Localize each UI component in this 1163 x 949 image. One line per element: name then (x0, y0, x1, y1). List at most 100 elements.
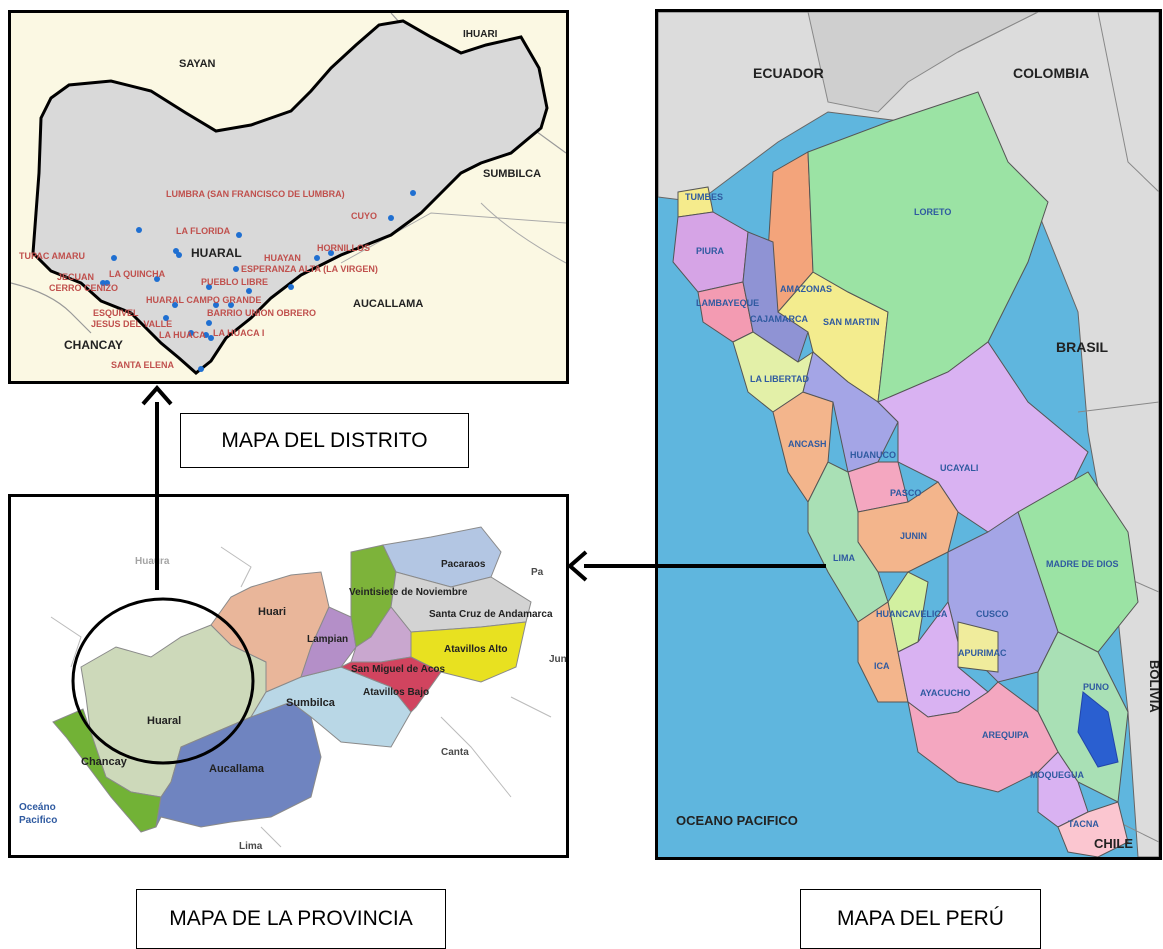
label-jun: Jun (549, 654, 566, 665)
label-apurimac: APURIMAC (958, 648, 1007, 658)
label-tumbes: TUMBES (685, 192, 723, 202)
label-esperanza: ESPERANZA ALTA (LA VIRGEN) (241, 264, 378, 274)
label-oceano: Oceáno (19, 802, 56, 813)
label-huaral: Huaral (147, 715, 181, 727)
label-loreto: LORETO (914, 207, 951, 217)
label-ancash: ANCASH (788, 439, 827, 449)
label-barrio-union: BARRIO UNION OBRERO (207, 308, 316, 318)
dot-la-quincha[interactable] (154, 276, 160, 282)
label-colombia: COLOMBIA (1013, 65, 1089, 81)
dot-esquivel[interactable] (163, 315, 169, 321)
label-huaral-campo: HUARAL CAMPO GRANDE (146, 295, 261, 305)
dot-hornillos[interactable] (328, 250, 334, 256)
neighbor-border (11, 282, 92, 334)
label-la-libertad: LA LIBERTAD (750, 374, 809, 384)
label-esquivel: ESQUIVEL (93, 308, 139, 318)
label-la-huaca-i: LA HUACA I (213, 328, 264, 338)
label-huanuco: HUANUCO (850, 450, 896, 460)
dot-barrio-union[interactable] (206, 320, 212, 326)
label-arequipa: AREQUIPA (982, 730, 1029, 740)
label-lima: LIMA (833, 553, 855, 563)
dot-esperanza-2[interactable] (288, 284, 294, 290)
dot-la-florida[interactable] (236, 232, 242, 238)
dot-esperanza[interactable] (233, 266, 239, 272)
province-atavillos-bajo[interactable] (339, 656, 442, 713)
region-cajamarca[interactable] (742, 231, 809, 363)
label-chancay: Chancay (81, 756, 128, 768)
district-map: SAYAN IHUARI SUMBILCA AUCALLAMA CHANCAY … (8, 10, 569, 384)
label-huayan: HUAYAN (264, 253, 301, 263)
label-atavillos-bajo: Atavillos Bajo (363, 687, 429, 698)
dot-pueblo-libre-2[interactable] (246, 288, 252, 294)
label-piura: PIURA (696, 246, 725, 256)
dot-santa-elena[interactable] (198, 366, 204, 372)
province-map-svg: Huaura Pa Jun Canta Lima Oceáno Pacifico… (11, 497, 566, 855)
label-madre-de-dios: MADRE DE DIOS (1046, 559, 1119, 569)
label-la-quincha: LA QUINCHA (109, 269, 166, 279)
label-cajamarca: CAJAMARCA (750, 314, 808, 324)
region-lima[interactable] (807, 461, 889, 623)
dot-la-huaca-i[interactable] (208, 335, 214, 341)
label-veintisiete: Veintisiete de Noviembre (349, 587, 468, 598)
arrowhead-up (141, 384, 173, 406)
neighbor-divider (957, 12, 1159, 193)
place-dots (100, 190, 416, 372)
region-arequipa[interactable] (907, 681, 1059, 793)
label-lambayeque: LAMBAYEQUE (696, 298, 759, 308)
dot-lumbra[interactable] (410, 190, 416, 196)
label-ica: ICA (874, 661, 890, 671)
context-borders (50, 546, 552, 848)
huaral-highlight-circle (71, 597, 255, 765)
caption-peru: MAPA DEL PERÚ (800, 889, 1041, 949)
label-lampian: Lampian (307, 634, 348, 645)
dot-la-huaca[interactable] (188, 330, 194, 336)
label-san-miguel: San Miguel de Acos (351, 664, 446, 675)
label-ihuari: IHUARI (463, 29, 498, 40)
label-pueblo-libre: PUEBLO LIBRE (201, 277, 268, 287)
dot-cuyo[interactable] (388, 215, 394, 221)
region-tacna[interactable] (1057, 801, 1129, 857)
label-junin: JUNIN (900, 531, 927, 541)
label-pacifico: Pacifico (19, 815, 57, 826)
district-shape (31, 19, 549, 375)
label-pacaraos: Pacaraos (441, 559, 486, 570)
label-lima-context: Lima (239, 841, 263, 852)
label-pa: Pa (531, 567, 544, 578)
label-hornillos: HORNILLOS (317, 243, 370, 253)
label-cuyo: CUYO (351, 211, 377, 221)
label-chile: CHILE (1094, 836, 1133, 851)
dot-la-huaca[interactable] (203, 332, 209, 338)
caption-province: MAPA DE LA PROVINCIA (136, 889, 446, 949)
dot-campo-grande[interactable] (213, 302, 219, 308)
dot-jecuan[interactable] (104, 280, 110, 286)
label-ecuador: ECUADOR (753, 65, 824, 81)
label-ayacucho: AYACUCHO (920, 688, 970, 698)
caption-district: MAPA DEL DISTRITO (180, 413, 469, 468)
label-chancay: CHANCAY (64, 338, 123, 352)
label-santa-cruz: Santa Cruz de Andamarca (429, 609, 553, 620)
peru-map-svg: ECUADOR COLOMBIA BRASIL BOLIVIA CHILE OC… (658, 12, 1159, 857)
label-aucallama: Aucallama (209, 763, 265, 775)
label-la-huaca: LA HUACA (159, 330, 206, 340)
label-huancavelica: HUANCAVELICA (876, 609, 948, 619)
dot-la-florida-west[interactable] (136, 227, 142, 233)
district-map-svg: SAYAN IHUARI SUMBILCA AUCALLAMA CHANCAY … (11, 13, 566, 381)
label-bolivia: BOLIVIA (1147, 660, 1159, 713)
dot-campo-grande-2[interactable] (228, 302, 234, 308)
label-tupac-amaru: TUPAC AMARU (19, 251, 85, 261)
dot-huaral[interactable] (176, 252, 182, 258)
dot-tupac-amaru[interactable] (111, 255, 117, 261)
label-amazonas: AMAZONAS (780, 284, 832, 294)
label-cusco: CUSCO (976, 609, 1009, 619)
dot-huayan[interactable] (314, 255, 320, 261)
dot-huaral-campo[interactable] (172, 302, 178, 308)
label-jecuan: JECUAN (57, 272, 94, 282)
dot-pueblo-libre[interactable] (206, 284, 212, 290)
label-santa-elena: SANTA ELENA (111, 360, 175, 370)
label-sumbilca: SUMBILCA (483, 168, 541, 180)
label-tacna: TACNA (1068, 819, 1099, 829)
neighbor-border (340, 212, 566, 264)
label-brasil: BRASIL (1056, 339, 1109, 355)
region-labels: TUMBES PIURA LAMBAYEQUE AMAZONAS CAJAMAR… (685, 192, 1119, 829)
peru-map: ECUADOR COLOMBIA BRASIL BOLIVIA CHILE OC… (655, 9, 1162, 860)
